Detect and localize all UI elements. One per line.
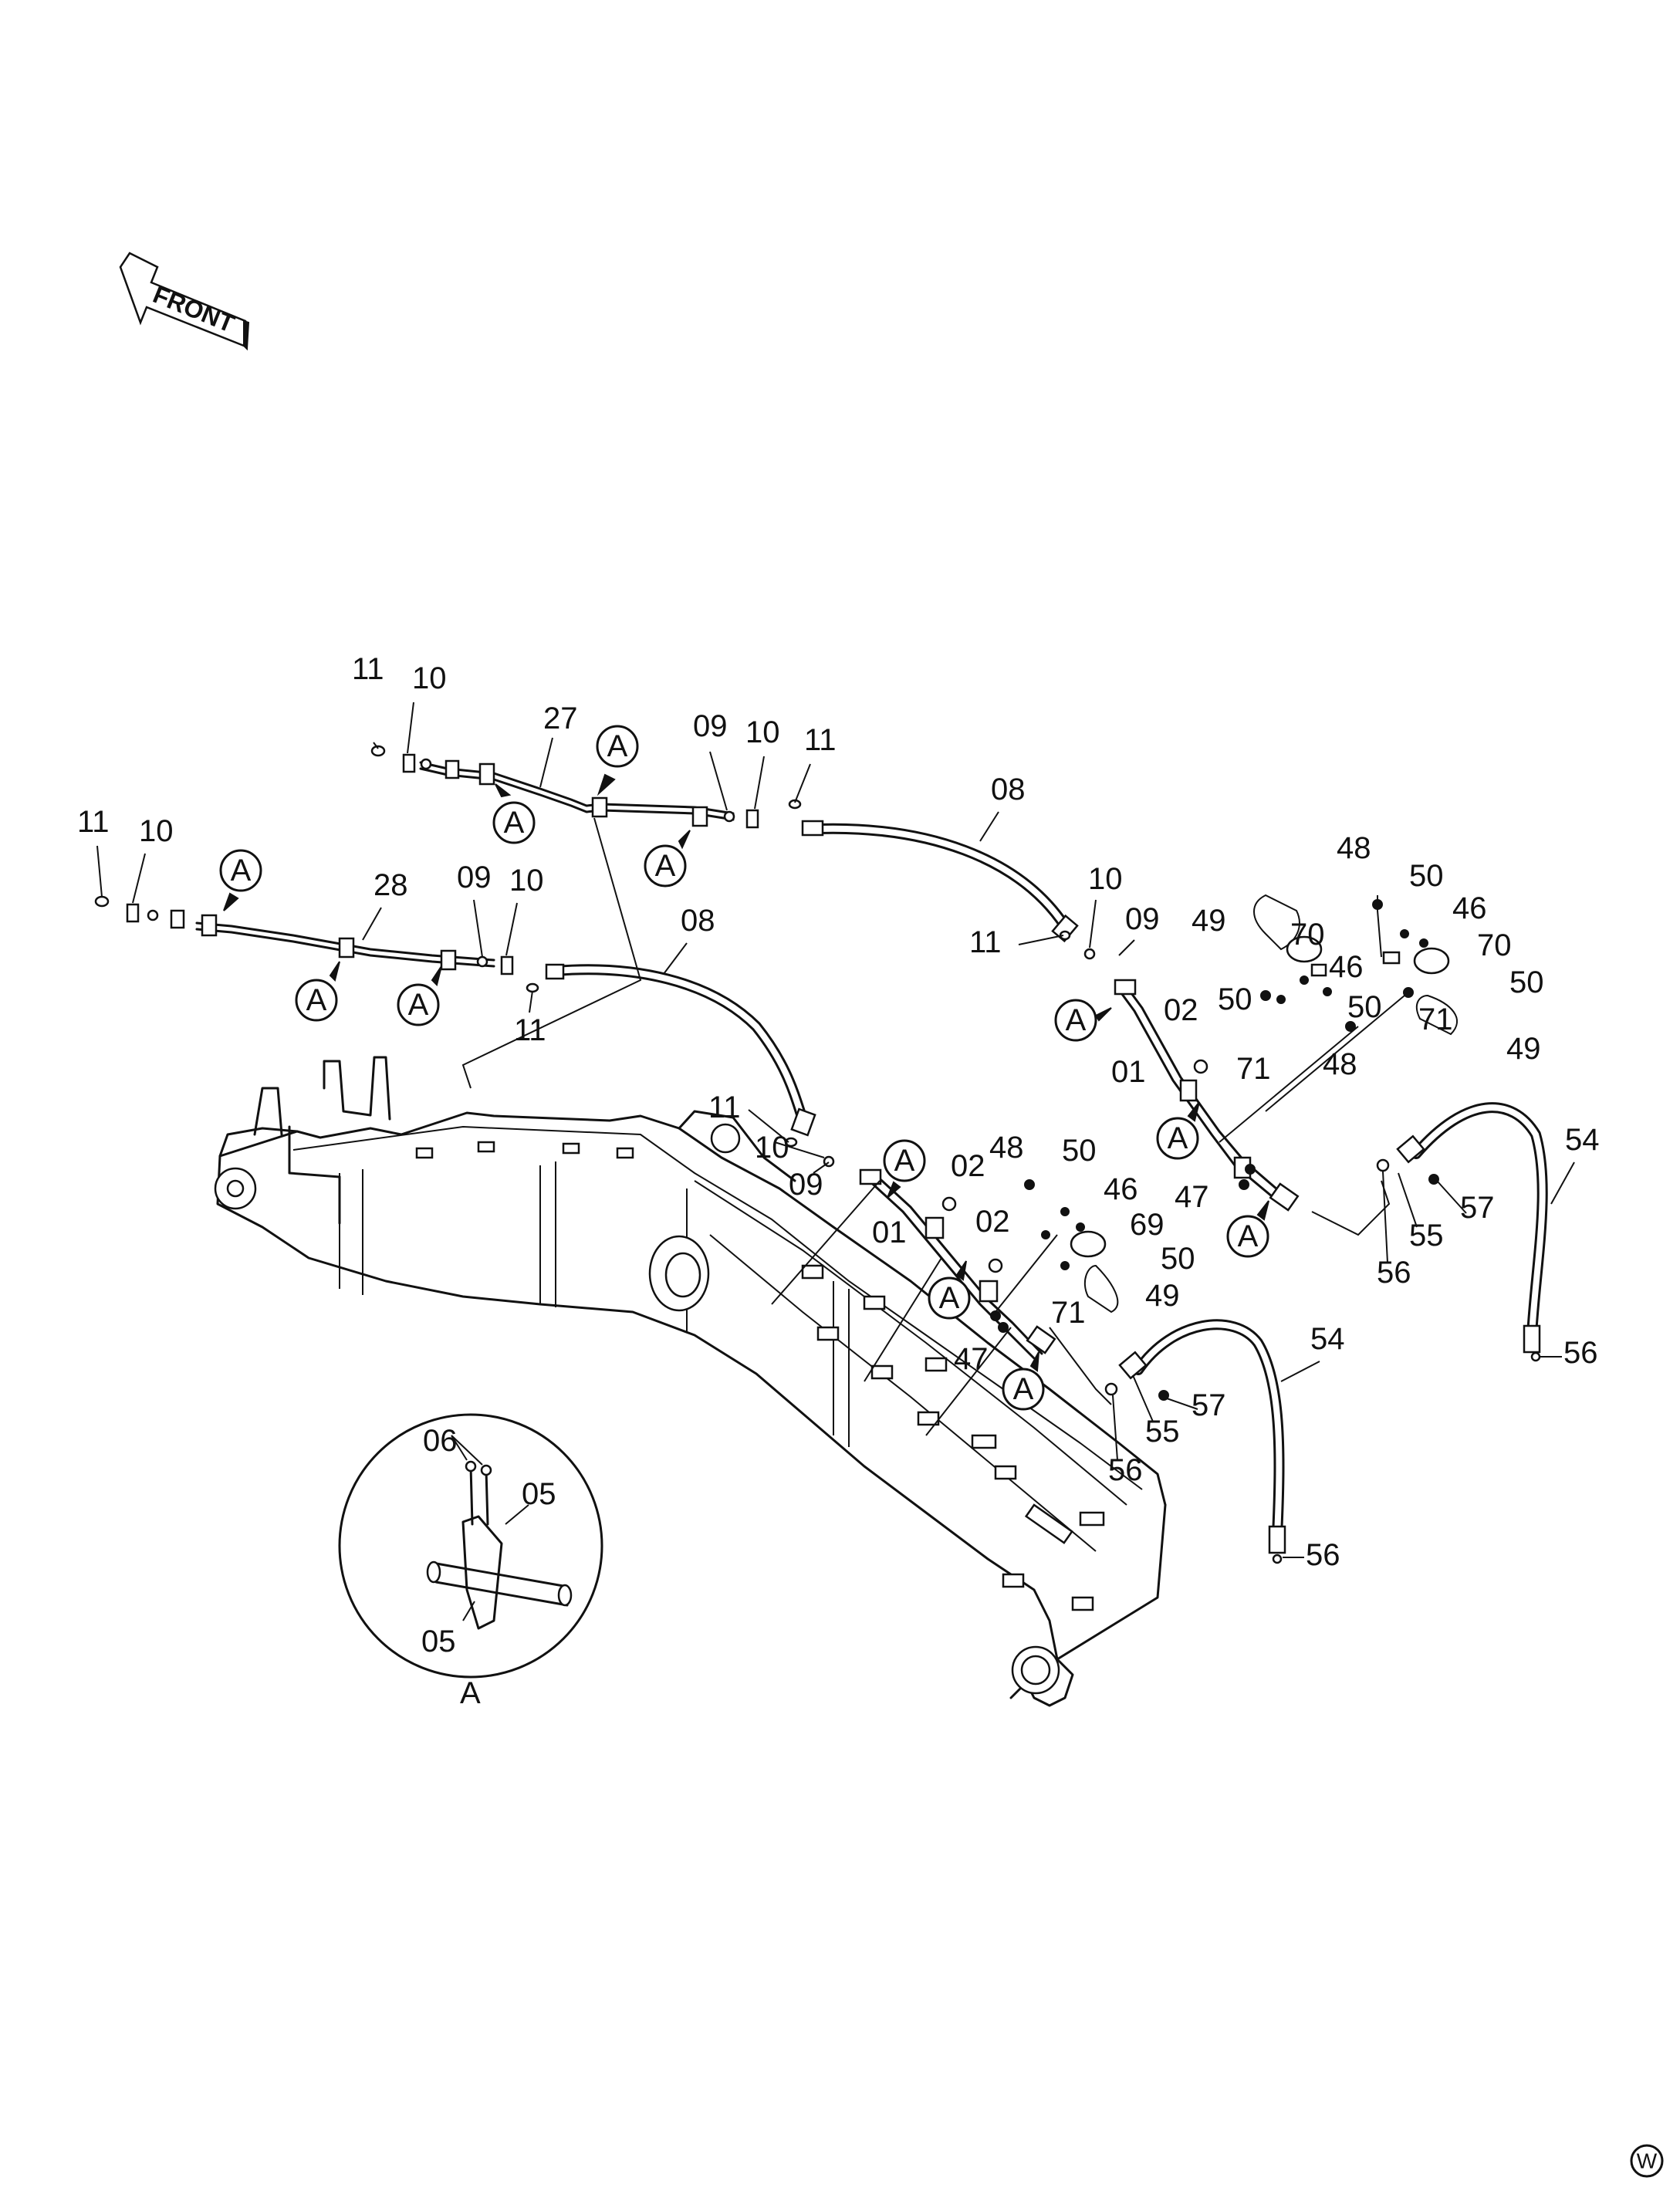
- callout-a: A: [1002, 1351, 1045, 1411]
- label-28: 28: [374, 868, 408, 902]
- label-09: 09: [457, 861, 492, 894]
- label-55: 55: [1409, 1219, 1444, 1253]
- label-56: 56: [1377, 1256, 1411, 1290]
- svg-text:A: A: [607, 729, 628, 763]
- callout-a: A: [295, 961, 340, 1022]
- label-71: 71: [1418, 1003, 1453, 1036]
- label-11: 11: [77, 805, 110, 839]
- label-56: 56: [1108, 1453, 1143, 1487]
- label-57: 57: [1192, 1388, 1226, 1422]
- callout-a: A: [492, 783, 536, 844]
- callout-a: A: [644, 830, 691, 888]
- label-48: 48: [1337, 831, 1371, 865]
- detail-view-label: A: [460, 1676, 481, 1710]
- label-02: 02: [1164, 993, 1198, 1027]
- label-09: 09: [1125, 902, 1160, 936]
- label-49: 49: [1506, 1032, 1541, 1066]
- callout-a: A: [928, 1260, 971, 1320]
- svg-text:A: A: [939, 1281, 960, 1315]
- label-56: 56: [1563, 1336, 1598, 1370]
- callout-a: A: [219, 849, 262, 911]
- label-01: 01: [1111, 1055, 1146, 1089]
- front-arrow: FRONT: [119, 252, 250, 351]
- guide-lines: [461, 817, 1012, 1436]
- label-70: 70: [1290, 918, 1325, 952]
- label-71: 71: [1051, 1296, 1086, 1330]
- svg-text:A: A: [1238, 1219, 1259, 1253]
- label-08: 08: [991, 773, 1026, 806]
- svg-text:W: W: [1637, 2149, 1658, 2173]
- upper-pipe-line: [370, 745, 1548, 1362]
- label-11: 11: [708, 1090, 741, 1124]
- front-label: FRONT: [149, 280, 238, 338]
- svg-text:A: A: [1066, 1003, 1087, 1037]
- label-50: 50: [1509, 965, 1544, 999]
- label-02: 02: [975, 1205, 1010, 1239]
- callouts: A A A A A A A A A A A A: [219, 725, 1269, 1411]
- label-10: 10: [509, 864, 544, 898]
- label-50: 50: [1409, 859, 1444, 893]
- part-labels: 11 10 27 09 10 11 08 10 11 09 11 10 28 0…: [77, 652, 1600, 1572]
- lower-pipe-line: [94, 895, 1286, 1564]
- callout-a: A: [397, 965, 442, 1026]
- label-54: 54: [1310, 1322, 1345, 1356]
- label-10: 10: [745, 715, 780, 749]
- label-56: 56: [1306, 1538, 1340, 1572]
- label-06: 06: [423, 1424, 458, 1458]
- label-50: 50: [1347, 990, 1382, 1024]
- label-49: 49: [1192, 904, 1226, 938]
- label-09: 09: [789, 1168, 823, 1202]
- label-27: 27: [543, 702, 578, 735]
- label-48: 48: [989, 1131, 1024, 1165]
- label-10: 10: [139, 814, 174, 848]
- callout-a: A: [1156, 1101, 1200, 1160]
- label-02: 02: [951, 1149, 985, 1183]
- label-05: 05: [522, 1477, 556, 1511]
- svg-text:A: A: [1168, 1121, 1188, 1155]
- svg-text:A: A: [655, 849, 676, 883]
- label-09: 09: [693, 709, 728, 743]
- label-50: 50: [1161, 1242, 1195, 1276]
- label-57: 57: [1460, 1191, 1495, 1225]
- label-01: 01: [872, 1216, 907, 1249]
- svg-text:A: A: [1013, 1372, 1034, 1406]
- callout-a: A: [596, 725, 639, 796]
- label-05: 05: [421, 1625, 456, 1658]
- label-70: 70: [1477, 928, 1512, 962]
- svg-text:A: A: [504, 806, 525, 840]
- callout-a: A: [1226, 1200, 1269, 1258]
- svg-text:A: A: [306, 983, 327, 1017]
- svg-text:A: A: [408, 988, 429, 1022]
- label-11: 11: [514, 1013, 546, 1047]
- callout-a: A: [1054, 999, 1112, 1042]
- label-46: 46: [1452, 891, 1487, 925]
- label-46: 46: [1329, 950, 1364, 984]
- label-47: 47: [1175, 1180, 1209, 1214]
- leader-lines: [96, 702, 1575, 1558]
- callout-a: A: [883, 1139, 926, 1199]
- label-11: 11: [804, 723, 837, 757]
- detail-view-a: 06 05 05 A: [338, 1413, 603, 1710]
- label-50: 50: [1218, 982, 1252, 1016]
- label-10: 10: [1088, 862, 1123, 896]
- boom: [214, 1056, 1167, 1707]
- label-48: 48: [1323, 1047, 1357, 1081]
- svg-text:A: A: [894, 1144, 915, 1178]
- label-10: 10: [412, 661, 447, 695]
- label-46: 46: [1104, 1172, 1138, 1206]
- label-50: 50: [1062, 1134, 1097, 1168]
- watermark: W: [1630, 2144, 1664, 2178]
- label-11: 11: [352, 652, 384, 686]
- label-54: 54: [1565, 1123, 1600, 1157]
- label-49: 49: [1145, 1279, 1180, 1313]
- label-11: 11: [969, 925, 1002, 959]
- label-47: 47: [954, 1342, 989, 1376]
- label-69: 69: [1130, 1208, 1165, 1242]
- label-08: 08: [681, 904, 715, 938]
- label-10: 10: [755, 1131, 789, 1165]
- label-71: 71: [1236, 1052, 1271, 1086]
- label-55: 55: [1145, 1415, 1180, 1449]
- svg-text:A: A: [231, 854, 252, 888]
